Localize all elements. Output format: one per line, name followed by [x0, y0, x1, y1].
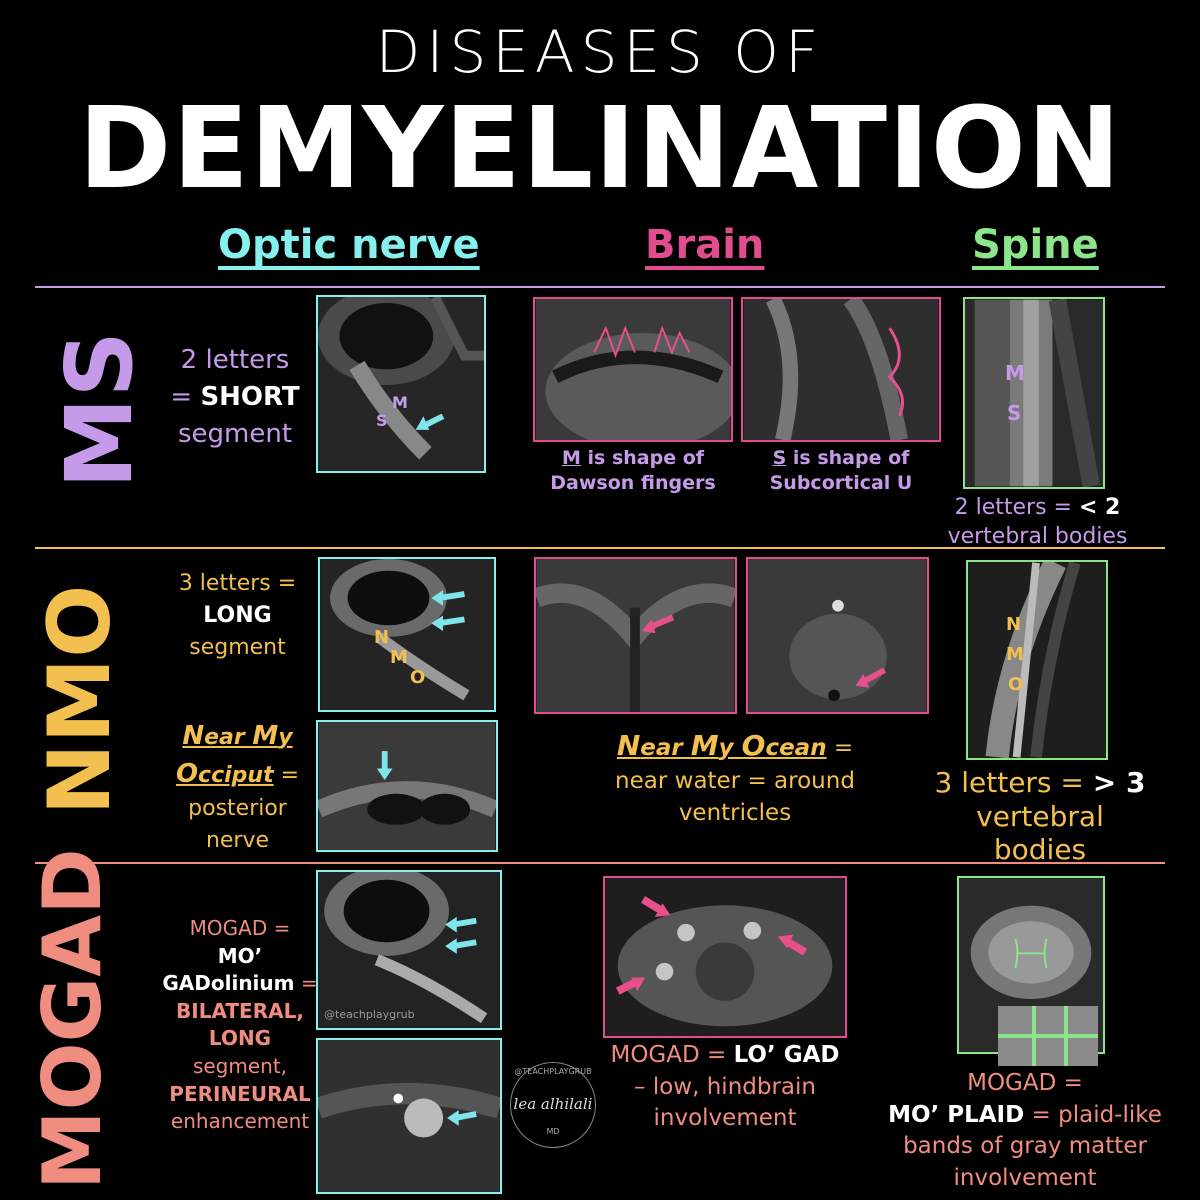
- nmo-optic-mri: N M O: [318, 557, 496, 712]
- nmo-spine-mri: N M O: [966, 560, 1108, 760]
- ms-spine-mri: M S: [963, 297, 1105, 489]
- subcortical-u-outline: [887, 327, 904, 417]
- ms-optic-mri: M S: [316, 295, 486, 473]
- column-header-brain: Brain: [645, 222, 765, 268]
- ms-letter-m: M: [392, 393, 408, 412]
- nmo-letter-o: O: [410, 667, 426, 688]
- mogad-spine-caption: MOGAD = MO’ PLAID = plaid-like bands of …: [888, 1070, 1162, 1192]
- signature-seal: @TEACHPLAYGRUB lea alhilali MD: [510, 1062, 596, 1148]
- nmo-spine-letter-n: N: [1006, 614, 1022, 635]
- title-line-1: DISEASES OF: [375, 18, 825, 86]
- row-label-nmo: NMO: [30, 584, 130, 816]
- nmo-brain-mri-2: [746, 557, 929, 714]
- signature-name: lea alhilali: [513, 1095, 593, 1113]
- watermark-text: @teachplaygrub: [324, 1008, 415, 1021]
- mogad-brain-mri: [603, 876, 847, 1038]
- ms-spine-letter-m: M: [1005, 361, 1025, 385]
- signature-md: MD: [546, 1127, 560, 1136]
- nmo-letter-n: N: [374, 627, 390, 648]
- row-label-ms: MS: [46, 331, 153, 489]
- column-header-spine: Spine: [972, 222, 1099, 268]
- ms-optic-caption: 2 letters = SHORT segment: [170, 345, 300, 449]
- mogad-optic-mri-1: @teachplaygrub: [316, 870, 502, 1030]
- mogad-optic-caption: MOGAD = MO’ GADolinium = BILATERAL, LONG…: [162, 916, 318, 1134]
- dawson-fingers-outline: [593, 325, 636, 359]
- nmo-brain-mri-1: [534, 557, 737, 714]
- nmo-letter-m: M: [390, 647, 408, 668]
- nmo-brain-caption: Near My Ocean = near water = around vent…: [615, 729, 855, 827]
- nmo-spine-letter-o: O: [1008, 674, 1024, 695]
- nmo-optic-caption: 3 letters = LONG segment: [178, 571, 297, 660]
- orbit-mri-image: [318, 297, 484, 471]
- mogad-optic-mri-2: [316, 1038, 502, 1194]
- divider-mogad: [35, 862, 1165, 864]
- column-header-optic: Optic nerve: [218, 222, 480, 268]
- ms-brain-axial-mri: [741, 297, 941, 442]
- ms-brain-sagittal-mri: [533, 297, 733, 442]
- nmo-occiput-caption: Near My Occiput = posterior nerve: [175, 721, 300, 854]
- nmo-spine-caption: 3 letters = > 3 vertebral bodies: [934, 766, 1146, 867]
- divider-ms: [35, 286, 1165, 288]
- title-line-2: DEMYELINATION: [78, 84, 1122, 214]
- signature-ring-text: @TEACHPLAYGRUB: [514, 1067, 592, 1076]
- ms-letter-s: S: [376, 411, 388, 430]
- nmo-spine-letter-m: M: [1006, 644, 1024, 665]
- ms-brain-caption-2: S is shape of Subcortical U: [769, 447, 913, 494]
- row-label-mogad: MOGAD: [26, 848, 119, 1190]
- plaid-pattern: [998, 1006, 1098, 1066]
- ms-spine-letter-s: S: [1007, 401, 1022, 425]
- nmo-occiput-mri: [316, 720, 498, 852]
- ms-spine-caption: 2 letters = < 2 vertebral bodies: [947, 495, 1128, 549]
- mogad-brain-caption: MOGAD = LO’ GAD – low, hindbrain involve…: [610, 1042, 840, 1132]
- divider-nmo: [35, 547, 1165, 549]
- ms-brain-caption-1: M is shape of Dawson fingers: [550, 447, 716, 494]
